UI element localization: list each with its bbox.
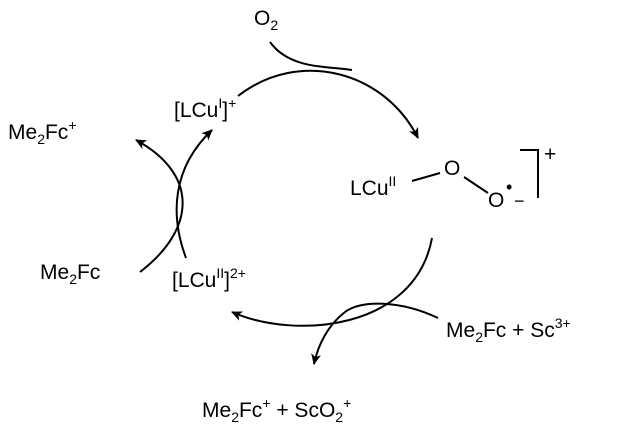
lcu-i-charge: + bbox=[228, 95, 237, 111]
lcu-ii2-ox: II bbox=[216, 265, 225, 281]
products-sub1: 2 bbox=[231, 409, 239, 425]
me2fc-plus-top-label: Me2Fc+ bbox=[8, 118, 77, 146]
oxygen-atom-1: O bbox=[444, 157, 461, 180]
bracket-charge: + bbox=[544, 143, 557, 166]
charge-bracket bbox=[520, 149, 539, 198]
arc-me2fc-to-me2fcplus bbox=[135, 139, 184, 273]
me2fc-top-sub: 2 bbox=[37, 131, 45, 147]
arc-product-exit bbox=[311, 311, 346, 365]
lcu-ii-ox: II bbox=[388, 173, 397, 189]
lcu-i-close: ] bbox=[222, 99, 229, 122]
arc-sc-entry bbox=[344, 302, 439, 319]
me2fc-top-sup: + bbox=[68, 117, 77, 133]
lcu-ii-superoxo-label: LCuII bbox=[350, 174, 396, 200]
me2fc-left-sub: 2 bbox=[69, 271, 77, 287]
products-a: Me bbox=[202, 399, 232, 422]
me2fc-left-b: Fc bbox=[76, 261, 101, 284]
lcu-ii2-close: ] bbox=[224, 269, 230, 292]
me2fc-top-a: Me bbox=[8, 121, 38, 144]
lcu-ii-dication-label: [LCuII]2+ bbox=[172, 266, 246, 292]
me2fc-sc-sub: 2 bbox=[475, 329, 483, 345]
products-b: Fc bbox=[238, 399, 263, 422]
lcu-ii-main: LCu bbox=[350, 177, 389, 200]
lcu-i-main: [LCu bbox=[174, 99, 219, 122]
arc-lcui-to-superoxo bbox=[237, 69, 419, 139]
products-sup2: + bbox=[343, 395, 352, 411]
me2fc-sc-b: Fc + Sc bbox=[482, 319, 555, 342]
oxygen-atom-2: O bbox=[488, 189, 505, 212]
bond-cu-o bbox=[411, 172, 441, 182]
arc-o2-entry bbox=[269, 41, 353, 71]
me2fc-sc-a: Me bbox=[446, 319, 476, 342]
me2fc-sc-label: Me2Fc + Sc3+ bbox=[446, 316, 571, 344]
o2-label: O2 bbox=[254, 7, 278, 32]
lcu-ii2-main: [LCu bbox=[172, 269, 217, 292]
minus-charge: − bbox=[514, 191, 525, 211]
me2fc-top-b: Fc bbox=[44, 121, 69, 144]
arc-lcuii-to-lcui bbox=[175, 129, 213, 259]
products-c: + ScO bbox=[270, 399, 336, 422]
lcu-i-ox: I bbox=[218, 95, 223, 111]
products-sub2: 2 bbox=[335, 409, 344, 425]
o2-sub: 2 bbox=[270, 17, 279, 33]
products-label: Me2Fc+ + ScO2+ bbox=[202, 396, 351, 424]
products-sup1: + bbox=[262, 395, 271, 411]
radical-dot: • bbox=[506, 177, 513, 197]
me2fc-sc-sup: 3+ bbox=[554, 315, 571, 331]
bond-o-o bbox=[463, 176, 489, 194]
arc-superoxo-to-lcuii bbox=[231, 237, 433, 327]
lcu-i-label: [LCuI]+ bbox=[174, 96, 236, 122]
me2fc-left-a: Me bbox=[40, 261, 70, 284]
lcu-ii2-charge: 2+ bbox=[229, 265, 246, 281]
me2fc-left-label: Me2Fc bbox=[40, 261, 101, 286]
o2-main: O bbox=[254, 7, 271, 30]
